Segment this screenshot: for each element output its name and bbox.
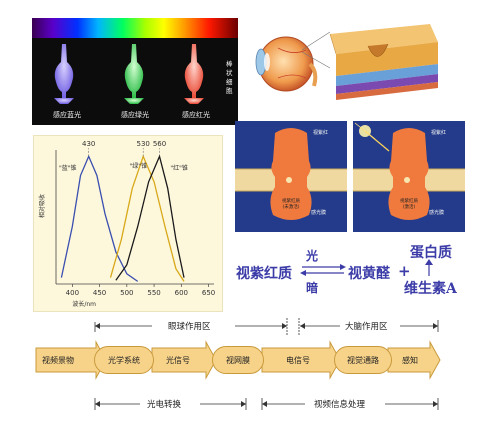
- rhodopsin-active-text: 视紫红质 (激活): [400, 199, 418, 210]
- peak-label: 560: [153, 140, 166, 148]
- legend-label: "蓝"锥: [59, 164, 77, 172]
- flow-step-light-signal: 光信号: [166, 356, 190, 365]
- light-condition: 光: [306, 249, 319, 263]
- retina-cross-section: [329, 24, 438, 100]
- visual-processing-label: 视频信息处理: [314, 400, 366, 410]
- rhodopsin-top-label: 视紫红: [431, 130, 447, 136]
- x-axis-label: 波长/nm: [72, 300, 96, 308]
- absorption-chart: 400 450 500 550 600 650 430 530 560 "蓝"锥 "绿"锥 "红"锥波…: [38, 140, 215, 308]
- blue-cone-icon: [54, 44, 74, 104]
- rhodopsin-active-illustration: [353, 122, 465, 220]
- plus-sign: +: [398, 262, 411, 280]
- flow-step-optics: 光学系统: [94, 346, 154, 374]
- peak-label: 430: [82, 140, 95, 148]
- visual-pathway-arrows: [35, 340, 441, 380]
- eye-zone-label: 眼球作用区: [168, 322, 211, 332]
- peak-label: 530: [136, 140, 149, 148]
- up-arrow-icon: [425, 259, 433, 276]
- membrane-label: 感光膜: [311, 210, 327, 216]
- reversible-arrow-icon: [300, 264, 346, 276]
- series-line: [115, 154, 185, 281]
- rhodopsin-inactive-illustration: [235, 128, 347, 220]
- x-tick-label: 650: [202, 289, 215, 297]
- absorption-chart-panel: 400 450 500 550 600 650 430 530 560 "蓝"锥 "绿"锥 "红"锥波…: [33, 135, 223, 312]
- dark-condition: 暗: [306, 281, 319, 295]
- rhodopsin-term: 视紫红质: [236, 266, 292, 282]
- process-brackets: [94, 398, 439, 410]
- legend-label: "红"锥: [170, 164, 188, 172]
- zone-brackets: [94, 318, 439, 336]
- brain-zone-label: 大脑作用区: [345, 322, 388, 332]
- y-axis-label: 相对吸收: [38, 194, 46, 218]
- flow-step-retina: 视网膜: [212, 346, 264, 374]
- vitamin-a-term: 维生素A: [404, 281, 457, 297]
- flow-step-visual-pathway: 视觉通路: [334, 346, 392, 374]
- red-cone-icon: [184, 44, 204, 104]
- red-cone-label: 感应红光: [182, 111, 210, 119]
- light-burst-icon: [354, 122, 390, 152]
- cone-spectrum-panel: 感应蓝光 感应绿光 感应红光 棒状细胞: [32, 18, 238, 125]
- legend-label: "绿"锥: [130, 162, 148, 170]
- rhodopsin-inactive-panel: 视紫红质 (未激活) 视紫红 感光膜: [235, 121, 347, 232]
- x-tick-label: 550: [147, 289, 160, 297]
- series-line: [60, 154, 139, 282]
- rhodopsin-inactive-text: 视紫红质 (未激活): [282, 199, 300, 210]
- retinal-term: 视黄醛: [348, 266, 390, 282]
- cone-cells-illustration: [54, 44, 204, 104]
- green-cone-label: 感应绿光: [121, 111, 149, 119]
- x-tick-label: 450: [93, 289, 106, 297]
- membrane-label: 感光膜: [429, 210, 445, 216]
- protein-term: 蛋白质: [410, 245, 452, 261]
- x-tick-label: 400: [66, 289, 79, 297]
- green-cone-icon: [124, 44, 144, 104]
- x-tick-label: 500: [120, 289, 133, 297]
- rhodopsin-top-label: 视紫红: [313, 130, 329, 136]
- flow-step-perception: 感知: [402, 356, 418, 365]
- rod-cell-label: 棒状细胞: [226, 60, 233, 95]
- color-spectrum-bar: [32, 18, 238, 38]
- photoelectric-conversion-label: 光电转换: [147, 400, 182, 410]
- blue-cone-label: 感应蓝光: [53, 111, 81, 119]
- x-tick-label: 600: [175, 289, 188, 297]
- flow-step-electric-signal: 电信号: [286, 356, 310, 365]
- flow-step-scene: 视频景物: [42, 356, 74, 365]
- rhodopsin-active-panel: 视紫红质 (激活) 视紫红 感光膜: [353, 121, 465, 232]
- series-line: [109, 154, 185, 282]
- zoom-connector-lines: [301, 31, 331, 69]
- eyeball-illustration: [255, 36, 318, 92]
